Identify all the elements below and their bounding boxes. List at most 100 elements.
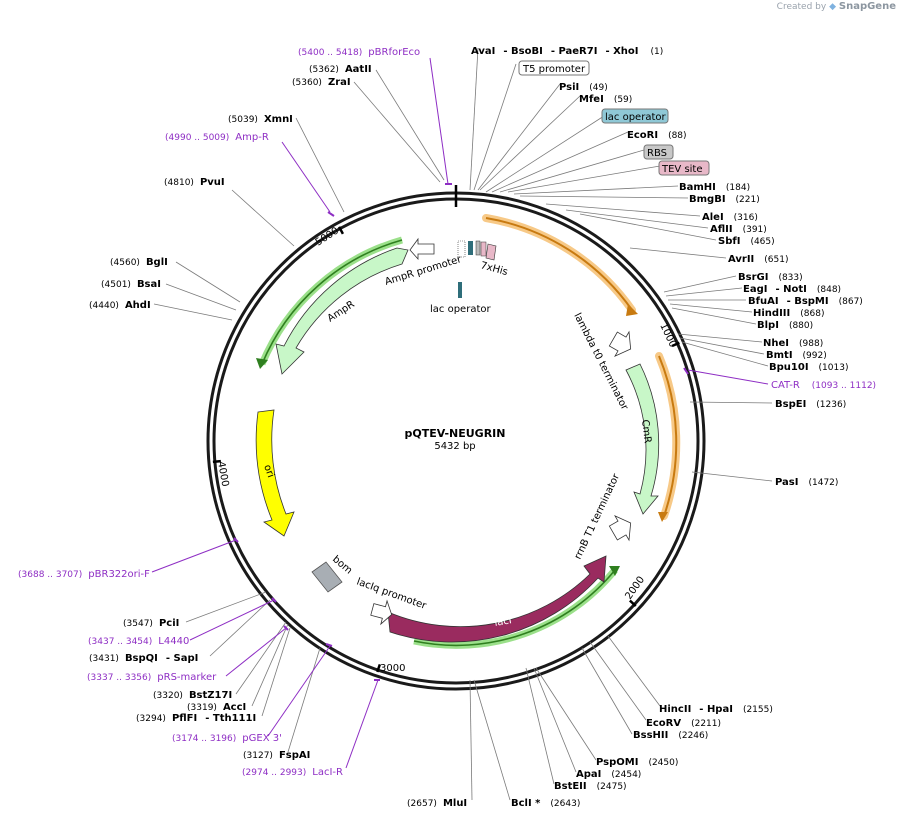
enzyme-bspei: BspEI(1236) [775, 399, 846, 410]
label-lambda-t0: lambda t0 terminator [571, 311, 630, 412]
leader-line [671, 307, 757, 325]
tick-mark [671, 341, 680, 348]
leader-line [669, 303, 753, 313]
leader-line [677, 333, 763, 343]
tick-mark [376, 663, 382, 673]
enzymes-right: AvaI- BsoBI- PaeR7I- XhoI(1) PsiI(49) Mf… [407, 46, 863, 809]
brand-prefix: Created by [776, 2, 827, 12]
label-ori: ori [261, 463, 276, 479]
leader-line [663, 275, 737, 293]
primer-prs-marker: (3337 .. 3356)pRS-marker [87, 672, 217, 683]
box-lac-operator: lac operator [601, 108, 669, 124]
plasmid-name: pQTEV-NEUGRIN [405, 427, 506, 440]
tev-mark [480, 241, 487, 257]
enzyme-pspomi: PspOMI(2450) [596, 757, 678, 768]
features [255, 214, 681, 649]
box-lac-operator-label: lac operator [605, 112, 666, 123]
leader-line [519, 195, 689, 199]
enzyme-bmgbi: BmgBI(221) [689, 194, 760, 205]
primer-marks [233, 183, 689, 681]
primer-leader-line [687, 369, 769, 385]
ampr-arrow [275, 247, 409, 375]
leader-line [185, 591, 267, 623]
primer-pbrforeco: (5400 .. 5418)pBRforEco [298, 47, 420, 58]
label-cmr: CmR [639, 419, 653, 444]
enzyme-ecorv: EcoRV(2211) [646, 718, 721, 729]
green-arc-top-left-line [261, 239, 403, 365]
enzyme-bsteii: BstEII(2475) [554, 781, 627, 792]
primer-pgex3: (3174 .. 3196)pGEX 3' [172, 733, 282, 744]
label-lac-operator: lac operator [430, 304, 491, 315]
orf-highlight-top [482, 214, 636, 314]
tick-4000: 4000 [215, 461, 230, 488]
plasmid-size: 5432 bp [434, 441, 475, 452]
box-rbs-label: RBS [647, 148, 667, 159]
enzyme-mfei: MfeI(59) [579, 94, 632, 105]
leader-line [491, 131, 629, 193]
enzyme-sbfi: SbfI(465) [718, 236, 775, 247]
enzymes-left: (5362)AatII (5360)ZraI (5039)XmnI (4810)… [89, 64, 372, 761]
enzyme-ecori: EcoRI(88) [627, 130, 687, 141]
primer-leader-line [281, 141, 331, 213]
lac-operator-mid [458, 282, 462, 298]
leader-line [535, 667, 597, 761]
leader-line [565, 209, 709, 229]
enzyme-mlui: (2657)MluI [407, 798, 467, 809]
primer-pbr322ori-f: (3688 .. 3707)pBR322ori-F [18, 569, 150, 580]
t5-dots [457, 240, 466, 258]
tick-2000: 2000 [623, 575, 647, 602]
enzyme-xmni: (5039)XmnI [228, 114, 293, 125]
leader-line [477, 83, 561, 191]
primer-leader-line [345, 679, 379, 769]
enzyme-fspai: (3127)FspAI [243, 750, 310, 761]
laciq-promoter-arrow [370, 599, 393, 626]
primer-leader-line [267, 645, 331, 737]
enzyme-pflfi: (3294)PflFI- Tth111I [136, 713, 256, 724]
label-laciq-promoter: lacIq promoter [355, 576, 428, 612]
enzyme-psii: PsiI(49) [559, 82, 608, 93]
orf-arrow-top [626, 304, 638, 316]
primer-leader-lines [151, 57, 769, 769]
leader-line [679, 337, 765, 355]
box-t5-promoter: T5 promoter [518, 60, 590, 76]
leader-line [589, 641, 647, 721]
ori-arrow [255, 409, 295, 537]
leader-line [175, 261, 241, 303]
orf-line-right [658, 355, 678, 517]
primer-leader-line [151, 539, 237, 573]
rbs-mark [475, 240, 481, 256]
enzyme-hindiii: HindIII(868) [753, 308, 824, 319]
leader-line [681, 341, 769, 367]
enzyme-alei: AleI(316) [702, 212, 758, 223]
primer-leader-line [225, 627, 287, 677]
enzyme-ahdi: (4440)AhdI [89, 300, 151, 311]
enzyme-bpu10i: Bpu10I(1013) [769, 362, 848, 373]
leader-line [507, 165, 661, 193]
snapgene-brand: Created by ◆ SnapGene [777, 1, 896, 12]
leader-line [295, 117, 345, 213]
primer-leader-line [429, 57, 449, 185]
leader-lines [153, 47, 773, 801]
enzyme-zrai: (5360)ZraI [292, 77, 351, 88]
bom-box [311, 561, 343, 593]
enzyme-nhei: NheI(988) [763, 338, 823, 349]
enzyme-bgli: (4560)BglI [110, 257, 168, 268]
snapgene-logo-icon: ◆ [829, 2, 836, 12]
brand-name: SnapGene [838, 1, 896, 12]
leader-line [375, 69, 445, 181]
primer-cat-r: CAT-R(1093 .. 1112) [771, 380, 876, 391]
enzyme-bstz17i: (3320)BstZ17I [153, 690, 232, 701]
leader-line [689, 401, 773, 404]
leader-line [665, 287, 743, 297]
primer-laci-r: (2974 .. 2993)LacI-R [242, 767, 343, 778]
green-arc-top-left-head [256, 358, 268, 369]
box-tev-site-label: TEV site [661, 164, 703, 175]
enzyme-hincii: HincII- HpaI(2155) [659, 704, 773, 715]
leader-line [479, 95, 581, 191]
tick-mark [629, 599, 637, 607]
enzyme-bamhi: BamHI(184) [679, 182, 750, 193]
enzyme-eagi: EagI- NotI(848) [743, 284, 841, 295]
leader-line [485, 115, 605, 193]
tick-mark [337, 226, 345, 235]
label-laci: lacI [494, 615, 513, 629]
